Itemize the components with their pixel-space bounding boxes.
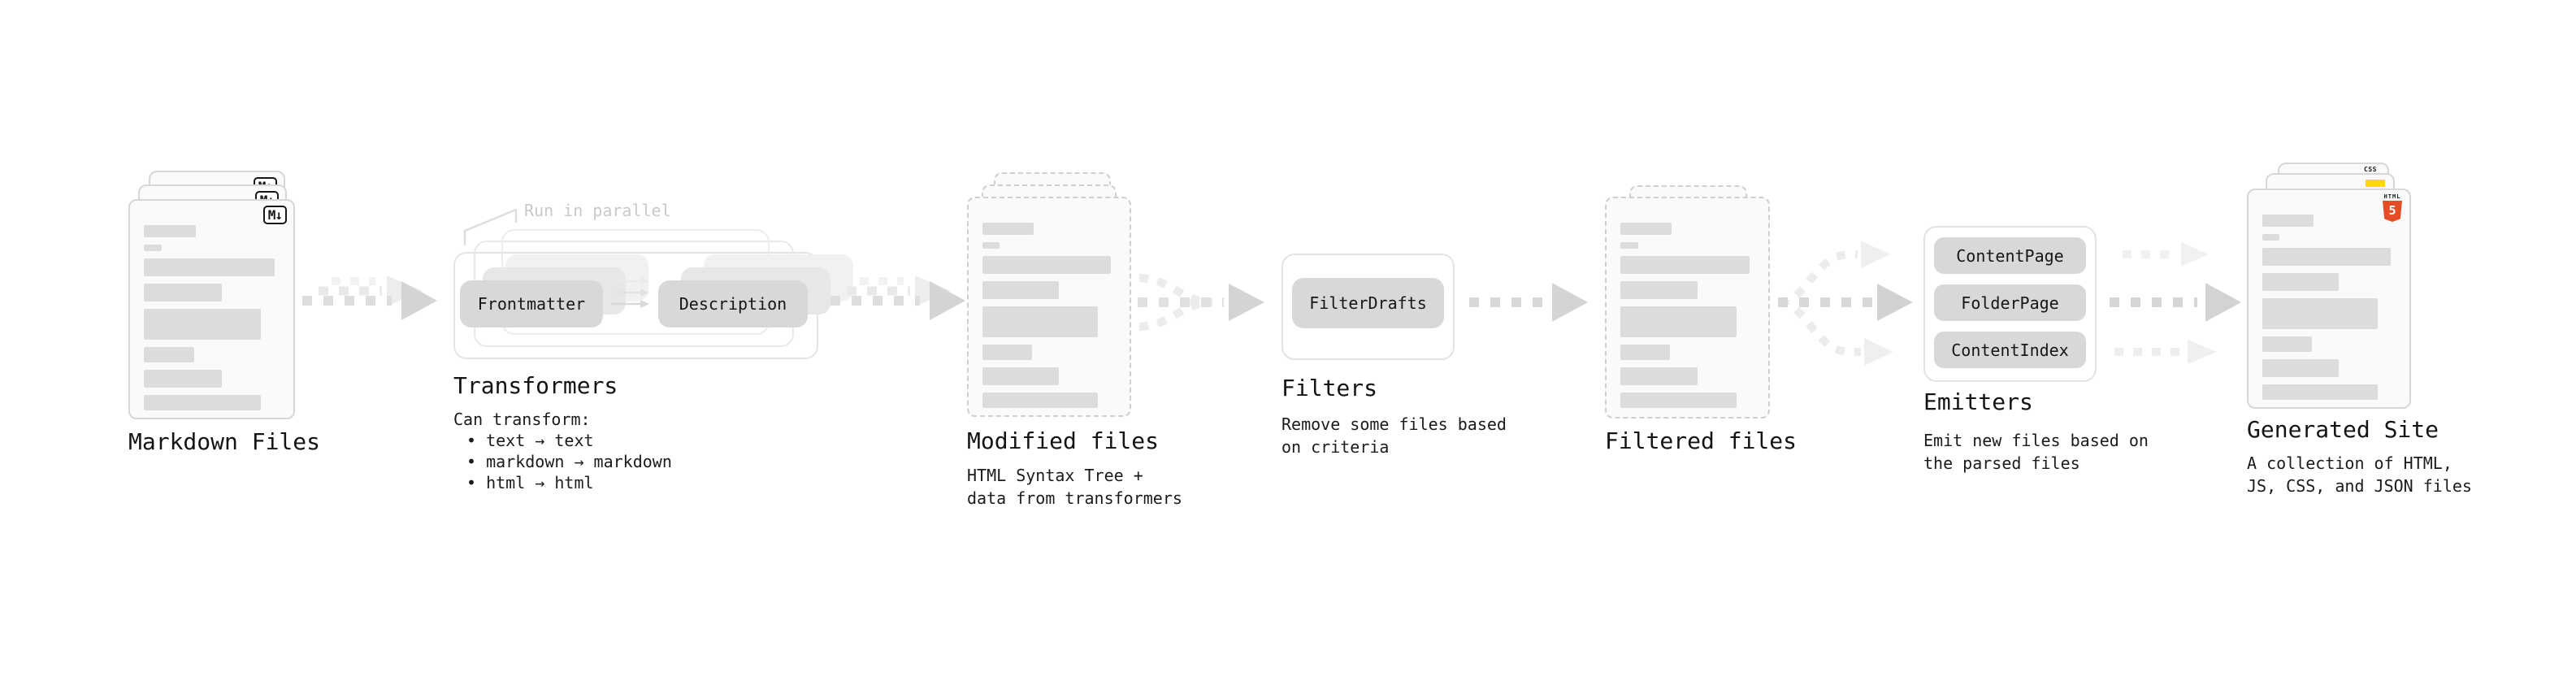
text-line-bar <box>2262 359 2340 377</box>
modified-files-title: Modified files <box>967 427 1160 454</box>
text-line-bar <box>144 258 275 276</box>
transformers-description: Can transform: • text → text • markdown … <box>453 409 672 493</box>
filtered-doc-front <box>1605 197 1770 419</box>
transformer-description: Description <box>658 280 808 327</box>
arrow-filtered-to-emitters-split <box>1778 241 1913 366</box>
parallel-flow-arrows <box>611 277 649 308</box>
doc-lines <box>130 201 293 418</box>
text-line-bar <box>1620 242 1638 249</box>
arrows-emitters-to-generated <box>2110 242 2241 364</box>
filter-filterdrafts: FilterDrafts <box>1292 278 1444 328</box>
text-line-bar <box>1620 281 1698 299</box>
text-line-bar <box>982 345 1033 360</box>
text-line-bar <box>2262 336 2313 352</box>
arrow-modified-to-filters-merge <box>1138 274 1264 331</box>
generated-site-title: Generated Site <box>2247 416 2439 443</box>
markdown-files-stack: M↓ M↓ M↓ <box>128 171 319 419</box>
text-line-bar <box>144 395 262 410</box>
transformer-frontmatter: Frontmatter <box>460 280 603 327</box>
modified-doc-front <box>967 197 1131 417</box>
can-transform-heading: Can transform: <box>453 410 591 429</box>
filtered-files-stack <box>1605 185 1776 419</box>
arrow-markdown-to-transformers <box>302 275 437 320</box>
markdown-files-title: Markdown Files <box>128 428 321 455</box>
text-line-bar <box>144 245 162 251</box>
text-line-bar <box>2262 273 2340 291</box>
markdown-doc-front: M↓ <box>128 199 295 419</box>
text-line-bar <box>982 256 1112 274</box>
emitter-contentpage: ContentPage <box>1934 237 2086 274</box>
html5-logo-icon: HTML 5 <box>2382 193 2403 222</box>
bullet-text-to-text: • text → text <box>466 431 594 450</box>
text-line-bar <box>1620 367 1698 385</box>
markdown-logo-icon: M↓ <box>262 206 287 224</box>
text-line-bar <box>1620 345 1671 360</box>
bullet-markdown-to-markdown: • markdown → markdown <box>466 452 672 471</box>
doc-lines <box>2249 190 2409 407</box>
doc-lines <box>1607 198 1768 417</box>
text-line-bar <box>2262 298 2378 329</box>
bullet-html-to-html: • html → html <box>466 473 594 492</box>
filters-description: Remove some files based on criteria <box>1281 414 1507 457</box>
text-line-bar <box>144 309 262 340</box>
transformers-title: Transformers <box>453 372 618 399</box>
text-line-bar <box>2262 234 2280 241</box>
text-line-bar <box>1620 223 1672 235</box>
emitter-contentindex: ContentIndex <box>1934 332 2086 368</box>
doc-lines <box>969 198 1130 415</box>
emitters-title: Emitters <box>1923 388 2033 415</box>
run-in-parallel-leader-line <box>463 208 518 245</box>
js-logo-icon <box>2366 180 2385 187</box>
generated-doc-html: HTML 5 <box>2247 189 2411 409</box>
text-line-bar <box>982 367 1060 385</box>
text-line-bar <box>2262 215 2314 227</box>
arrow-filters-to-filtered <box>1469 283 1588 322</box>
text-line-bar <box>144 370 222 388</box>
text-line-bar <box>2262 248 2392 266</box>
text-line-bar <box>144 225 196 237</box>
modified-files-description: HTML Syntax Tree + data from transformer… <box>967 466 1182 508</box>
generated-site-stack: CSS HTML 5 <box>2247 163 2413 409</box>
run-in-parallel-note: Run in parallel <box>524 201 671 220</box>
emitters-description: Emit new files based on the parsed files <box>1923 431 2149 473</box>
text-line-bar <box>982 242 1000 249</box>
modified-files-stack <box>967 172 1138 419</box>
text-line-bar <box>1620 306 1737 337</box>
emitter-folderpage: FolderPage <box>1934 284 2086 321</box>
text-line-bar <box>982 223 1034 235</box>
generated-site-description: A collection of HTML, JS, CSS, and JSON … <box>2247 453 2472 496</box>
text-line-bar <box>144 284 222 301</box>
text-line-bar <box>982 306 1098 337</box>
arrow-transformers-to-modified <box>830 275 965 320</box>
text-line-bar <box>1620 256 1750 274</box>
filters-title: Filters <box>1281 375 1378 401</box>
text-line-bar <box>144 347 195 362</box>
filtered-files-title: Filtered files <box>1605 427 1798 454</box>
text-line-bar <box>982 393 1098 408</box>
text-line-bar <box>1620 393 1737 408</box>
text-line-bar <box>2262 384 2378 400</box>
text-line-bar <box>982 281 1060 299</box>
